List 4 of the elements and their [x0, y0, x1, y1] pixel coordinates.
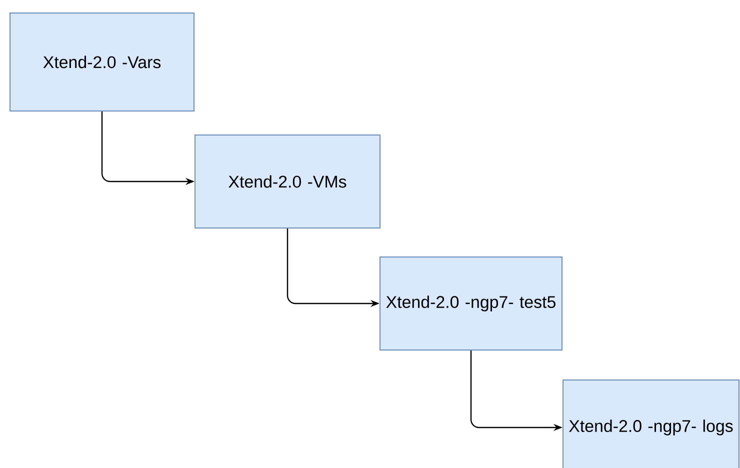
process-box: Xtend-2.0 -VMs [194, 134, 380, 228]
process-box: Xtend-2.0 -ngp7- test5 [380, 256, 562, 350]
process-box: Xtend-2.0 -ngp7- logs [562, 379, 740, 468]
process-box: Xtend-2.0 -Vars [10, 12, 194, 112]
